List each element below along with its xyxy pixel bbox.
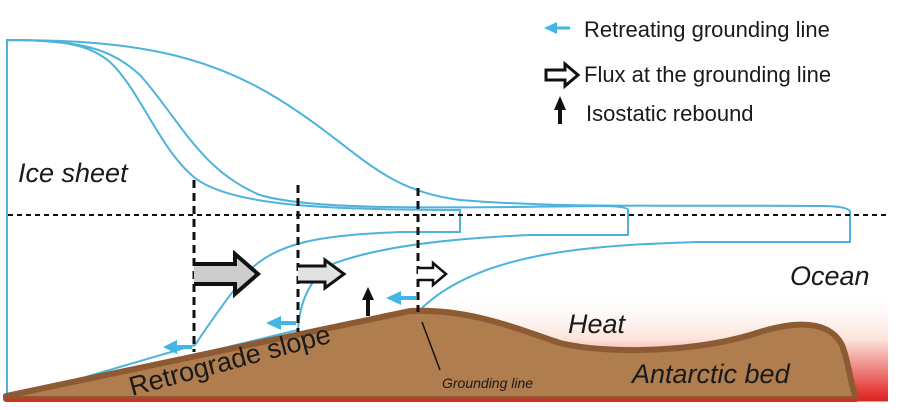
legend-label-rebound: Isostatic rebound — [586, 101, 754, 126]
black-up-arrow-icon — [554, 96, 566, 110]
label-grounding-line: Grounding line — [442, 375, 533, 391]
label-antarctic-bed: Antarctic bed — [630, 359, 791, 389]
blue-left-arrow-icon — [544, 22, 557, 34]
retreat-arrow-2 — [266, 316, 296, 330]
flux-arrow-large — [194, 249, 262, 299]
legend-item-rebound: Isostatic rebound — [554, 96, 754, 126]
legend: Retreating grounding line Flux at the gr… — [544, 17, 831, 126]
retreat-arrow-1 — [163, 340, 192, 354]
label-ice-sheet: Ice sheet — [18, 158, 129, 188]
legend-label-retreat: Retreating grounding line — [584, 17, 830, 42]
legend-item-retreat: Retreating grounding line — [544, 17, 830, 42]
flux-arrow-medium — [298, 257, 347, 291]
ice-profile-stage-2 — [6, 38, 629, 402]
retreat-arrow-3 — [386, 291, 416, 305]
legend-item-flux: Flux at the grounding line — [544, 60, 831, 90]
grounding-line-pointer — [421, 321, 441, 371]
antarctic-bed — [3, 307, 859, 402]
label-ocean: Ocean — [790, 261, 870, 291]
flux-arrow-small — [418, 260, 448, 288]
hollow-right-arrow-icon — [544, 60, 581, 90]
isostatic-rebound-arrow — [362, 287, 374, 316]
label-heat: Heat — [568, 309, 627, 339]
legend-label-flux: Flux at the grounding line — [584, 62, 831, 87]
